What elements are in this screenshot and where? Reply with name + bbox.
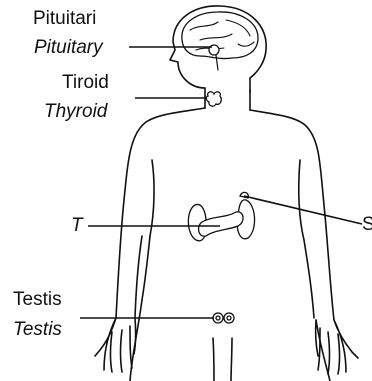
thyroid-label-italic: Thyroid xyxy=(44,101,109,122)
thyroid-label: Tiroid xyxy=(62,72,109,93)
pituitary-label: Pituitari xyxy=(33,8,96,29)
testis-organ xyxy=(213,313,234,323)
thyroid-gland xyxy=(206,92,221,106)
adrenal-label: S xyxy=(362,214,372,235)
brain xyxy=(182,12,258,70)
adrenal-pointer-line xyxy=(244,196,362,224)
pancreas-label: T xyxy=(71,215,84,236)
testis-label: Testis xyxy=(13,289,62,310)
pituitary-label-italic: Pituitary xyxy=(34,37,104,58)
testis-label-italic: Testis xyxy=(13,319,62,340)
body-outline xyxy=(95,6,358,381)
